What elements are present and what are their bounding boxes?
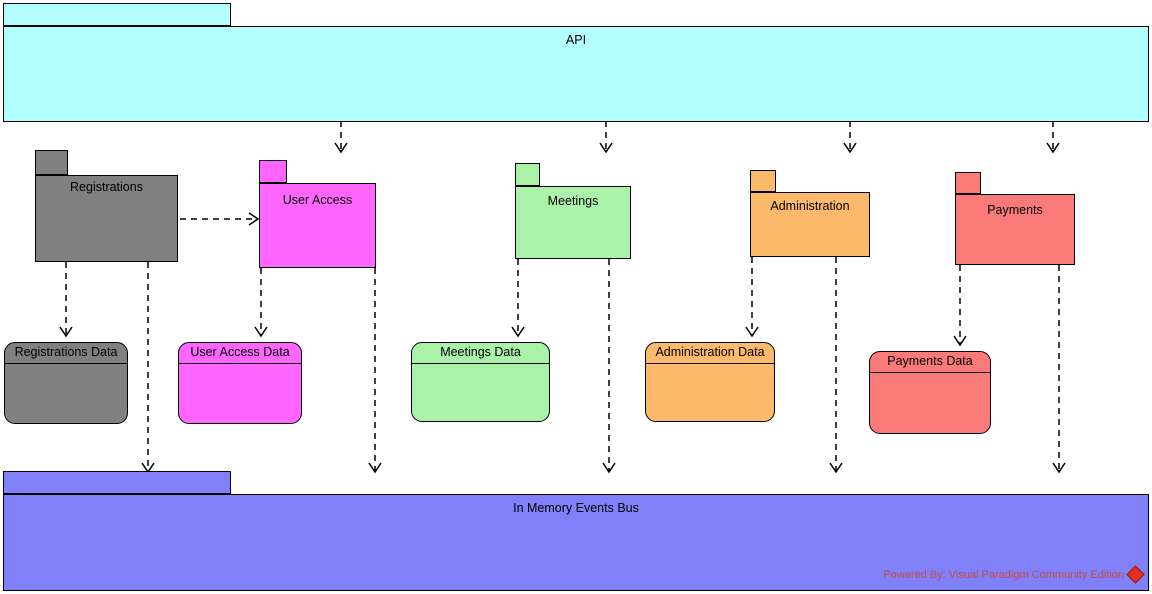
data-node-user-access-label: User Access Data [179,343,301,364]
data-node-payments-label: Payments Data [870,352,990,373]
package-user-access[interactable]: User Access [259,160,376,268]
watermark-text: Powered By: Visual Paradigm Community Ed… [883,568,1124,581]
package-user-access-body [259,183,376,268]
package-events-bus[interactable]: In Memory Events Bus [3,471,1149,591]
package-meetings-label: Meetings [547,194,599,208]
visual-paradigm-logo-icon [1126,565,1145,584]
data-node-user-access[interactable]: User Access Data [178,342,302,424]
package-api-tab [3,3,231,26]
package-payments-body [955,194,1075,265]
package-administration-body [750,192,870,257]
data-node-payments[interactable]: Payments Data [869,351,991,434]
package-api-label: API [565,33,587,47]
package-administration-tab [750,170,776,192]
package-payments-tab [955,172,981,194]
package-api[interactable]: API [3,3,1149,122]
package-meetings[interactable]: Meetings [515,163,631,259]
package-registrations[interactable]: Registrations [35,150,178,262]
data-node-administration[interactable]: Administration Data [645,342,775,422]
package-api-body [3,26,1149,122]
package-payments[interactable]: Payments [955,172,1075,265]
package-registrations-label: Registrations [70,180,143,194]
package-administration-label: Administration [770,199,850,213]
package-events-bus-tab [3,471,231,494]
package-events-bus-body [3,494,1149,591]
data-node-registrations-label: Registrations Data [5,343,127,364]
data-node-meetings[interactable]: Meetings Data [411,342,550,422]
package-meetings-tab [515,163,540,186]
package-payments-label: Payments [987,203,1043,217]
package-administration[interactable]: Administration [750,170,870,257]
data-node-registrations[interactable]: Registrations Data [4,342,128,424]
package-registrations-tab [35,150,68,175]
package-meetings-body [515,186,631,259]
package-user-access-tab [259,160,287,183]
watermark: Powered By: Visual Paradigm Community Ed… [883,565,1145,584]
data-node-administration-label: Administration Data [646,343,774,364]
package-events-bus-label: In Memory Events Bus [513,501,639,515]
package-registrations-body [35,175,178,262]
package-user-access-label: User Access [282,193,353,207]
data-node-meetings-label: Meetings Data [412,343,549,364]
